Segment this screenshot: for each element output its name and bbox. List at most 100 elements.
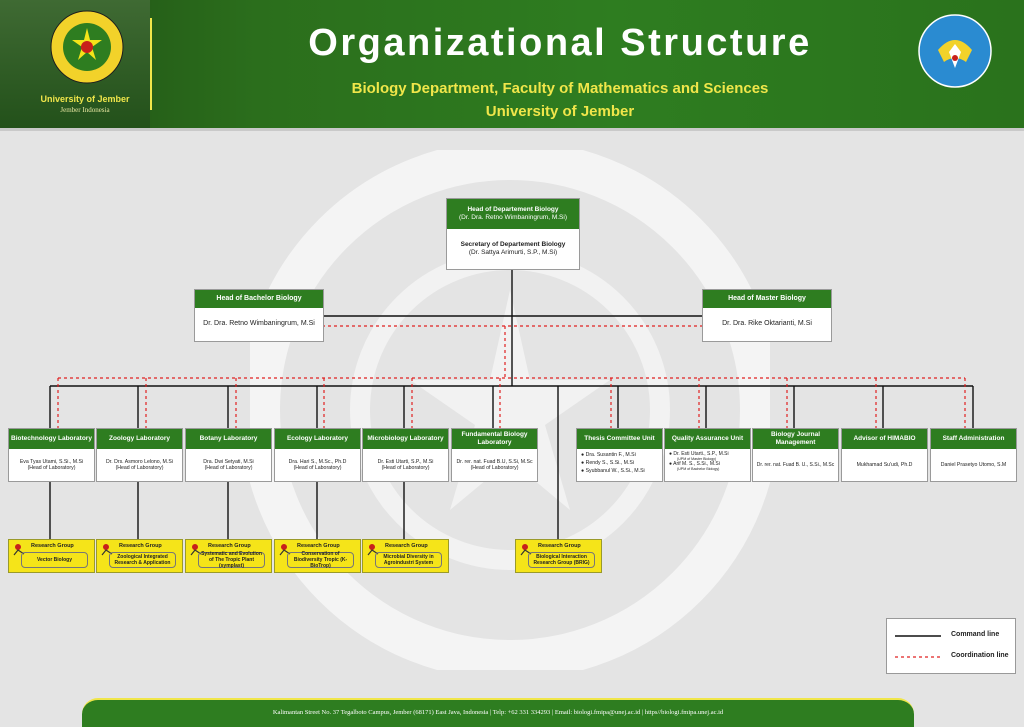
- lab-head-role: (Head of Laboratory): [381, 465, 430, 471]
- university-name: University of Jember: [40, 94, 130, 104]
- lab-head-name: Dr. rer. nat. Fuad B.U, S.Si, M.Sc: [456, 458, 533, 465]
- journal-management-name: Dr. rer. nat. Fuad B. U., S.Si., M.Sc: [756, 461, 835, 468]
- lab-head-name: Dra. Dwi Setyati, M.Si: [203, 458, 254, 465]
- coordination-line-swatch: [895, 656, 941, 658]
- member-name: Dr. Esti Utarti., S.P., M.Si: [673, 451, 729, 457]
- head-of-department-title: Head of Departement Biology: [467, 206, 559, 214]
- lab-head-role: (Head of Laboratory): [470, 465, 519, 471]
- head-of-department-box: Head of Departement Biology (Dr. Dra. Re…: [446, 198, 580, 270]
- research-group-name: Microbial Diversity in Agroindustri Syst…: [375, 552, 442, 568]
- secretary-title: Secretary of Departement Biology: [460, 240, 566, 248]
- research-group-name: Zoological Integrated Research & Applica…: [109, 552, 176, 568]
- lab-head-role: (Head of Laboratory): [27, 465, 76, 471]
- research-group-box: Research Group Zoological Integrated Res…: [96, 539, 183, 573]
- journal-management-box: Biology Journal Management Dr. rer. nat.…: [752, 428, 839, 482]
- research-group-box: Research Group Microbial Diversity in Ag…: [362, 539, 449, 573]
- staff-administration-title: Staff Administration: [931, 429, 1016, 449]
- member-name: Dra. Susantin F., M.Si: [585, 452, 636, 458]
- tut-wuri-handayani-logo: [918, 14, 992, 88]
- lab-head-role: (Head of Laboratory): [115, 465, 164, 471]
- quality-assurance-members: ● Dr. Esti Utarti., S.P., M.Si (UPM of M…: [665, 449, 750, 483]
- legend: Command line Coordination line: [886, 618, 1016, 674]
- research-group-name: Biological Interaction Research Group (B…: [528, 552, 595, 568]
- thesis-committee-box: Thesis Committee Unit ● Dra. Susantin F.…: [576, 428, 663, 482]
- research-group-label: Research Group: [208, 543, 251, 549]
- lab-head: Eva Tyas Utami, S.Si., M.Si (Head of Lab…: [9, 449, 94, 481]
- command-line-swatch: [895, 635, 941, 637]
- lab-box-zoology: Zoology Laboratory Dr. Drs. Asmoro Lelon…: [96, 428, 183, 482]
- research-group-label: Research Group: [31, 543, 74, 549]
- research-group-name: Vector Biology: [21, 552, 88, 568]
- member-note: (UPM of Bachelor Biology): [677, 467, 720, 472]
- master-head-box: Head of Master Biology Dr. Dra. Rike Okt…: [702, 289, 832, 342]
- member-name: Syubbanul W., S.Si., M.Si: [585, 468, 645, 475]
- master-head-title: Head of Master Biology: [703, 290, 831, 308]
- lab-head: Dr. Esti Utarti, S.P., M.Si (Head of Lab…: [363, 449, 448, 481]
- research-group-label: Research Group: [297, 543, 340, 549]
- research-group-box: Research Group Biological Interaction Re…: [515, 539, 602, 573]
- thesis-committee-members: ● Dra. Susantin F., M.Si ● Rendy S., S.S…: [577, 449, 662, 483]
- member-name: Rendy S., S.Si., M.Si: [585, 460, 635, 467]
- lab-head: Dra. Hari S., M.Sc., Ph.D (Head of Labor…: [275, 449, 360, 481]
- head-of-department-header: Head of Departement Biology (Dr. Dra. Re…: [447, 199, 579, 229]
- list-item: ● Arif M. S., S.Si., M.Si: [669, 461, 720, 468]
- legend-command-label: Command line: [951, 631, 1000, 638]
- list-item: ● Rendy S., S.Si., M.Si: [581, 460, 635, 467]
- page-title: Organizational Structure: [308, 22, 812, 64]
- list-item: ● Syubbanul W., S.Si., M.Si: [581, 468, 645, 475]
- secretary-section: Secretary of Departement Biology (Dr. Sa…: [447, 229, 579, 269]
- lab-box-microbiology: Microbiology Laboratory Dr. Esti Utarti,…: [362, 428, 449, 482]
- staff-administration-name: Daniel Prasetyo Utomo, S.M: [940, 461, 1007, 468]
- page-subtitle-university: University of Jember: [485, 103, 635, 120]
- research-group-box: Research Group Conservation of Biodivers…: [274, 539, 361, 573]
- lab-head: Dr. rer. nat. Fuad B.U, S.Si, M.Sc (Head…: [452, 449, 537, 481]
- research-group-box: Research Group Systematic and Evolution …: [185, 539, 272, 573]
- quality-assurance-title: Quality Assurance Unit: [665, 429, 750, 449]
- lab-title: Biotechnology Laboratory: [9, 429, 94, 449]
- lab-head: Dr. Drs. Asmoro Lelono, M.Si (Head of La…: [97, 449, 182, 481]
- research-group-label: Research Group: [538, 543, 581, 549]
- list-item: ● Dra. Susantin F., M.Si: [581, 452, 636, 458]
- himabio-advisor-name: Mukhamad Su'udi, Ph.D: [856, 461, 913, 468]
- page-subtitle: Biology Department, Faculty of Mathemati…: [351, 80, 769, 97]
- lab-box-biotechnology: Biotechnology Laboratory Eva Tyas Utami,…: [8, 428, 95, 482]
- lab-head-name: Dr. Drs. Asmoro Lelono, M.Si: [106, 458, 173, 465]
- university-subtitle: Jember Indonesia: [60, 106, 110, 114]
- lab-title: Botany Laboratory: [186, 429, 271, 449]
- research-group-name: Conservation of Biodiversity Tropic (K-B…: [287, 551, 354, 569]
- lab-head-name: Dra. Hari S., M.Sc., Ph.D: [288, 458, 347, 465]
- secretary-name: (Dr. Sattya Arimurti, S.P., M.Si): [468, 249, 558, 256]
- bachelor-head-name: Dr. Dra. Retno Wimbaningrum, M.Si: [203, 320, 315, 328]
- lab-title: Ecology Laboratory: [275, 429, 360, 449]
- footer-contact-text: Kalimantan Street No. 37 Tegalboto Campu…: [272, 709, 724, 716]
- lab-box-ecology: Ecology Laboratory Dra. Hari S., M.Sc., …: [274, 428, 361, 482]
- lab-box-fundamental-biology: Fundamental Biology Laboratory Dr. rer. …: [451, 428, 538, 482]
- master-head-name: Dr. Dra. Rike Oktarianti, M.Si: [722, 320, 812, 328]
- bachelor-head-title: Head of Bachelor Biology: [195, 290, 323, 308]
- thesis-committee-title: Thesis Committee Unit: [577, 429, 662, 449]
- himabio-advisor-box: Advisor of HIMABIO Mukhamad Su'udi, Ph.D: [841, 428, 928, 482]
- research-group-name: Systematic and Evolution of The Tropic P…: [198, 551, 265, 569]
- member-name: Arif M. S., S.Si., M.Si: [673, 461, 720, 468]
- header-banner: University of Jember Jember Indonesia Or…: [0, 0, 1024, 131]
- research-group-label: Research Group: [119, 543, 162, 549]
- lab-head-name: Dr. Esti Utarti, S.P., M.Si: [377, 458, 434, 465]
- staff-administration-box: Staff Administration Daniel Prasetyo Uto…: [930, 428, 1017, 482]
- head-of-department-name: (Dr. Dra. Retno Wimbaningrum, M.Si): [459, 214, 567, 221]
- research-group-box: Research Group Vector Biology: [8, 539, 95, 573]
- quality-assurance-box: Quality Assurance Unit ● Dr. Esti Utarti…: [664, 428, 751, 482]
- legend-coordination-label: Coordination line: [951, 652, 1009, 659]
- list-item: ● Dr. Esti Utarti., S.P., M.Si: [669, 451, 729, 457]
- journal-management-title: Biology Journal Management: [753, 429, 838, 449]
- lab-head-name: Eva Tyas Utami, S.Si., M.Si: [19, 458, 84, 465]
- lab-head-role: (Head of Laboratory): [204, 465, 253, 471]
- bachelor-head-box: Head of Bachelor Biology Dr. Dra. Retno …: [194, 289, 324, 342]
- footer: Kalimantan Street No. 37 Tegalboto Campu…: [82, 698, 914, 727]
- research-group-label: Research Group: [385, 543, 428, 549]
- lab-title: Microbiology Laboratory: [363, 429, 448, 449]
- lab-title: Zoology Laboratory: [97, 429, 182, 449]
- lab-head: Dra. Dwi Setyati, M.Si (Head of Laborato…: [186, 449, 271, 481]
- header-divider: [150, 18, 152, 110]
- lab-box-botany: Botany Laboratory Dra. Dwi Setyati, M.Si…: [185, 428, 272, 482]
